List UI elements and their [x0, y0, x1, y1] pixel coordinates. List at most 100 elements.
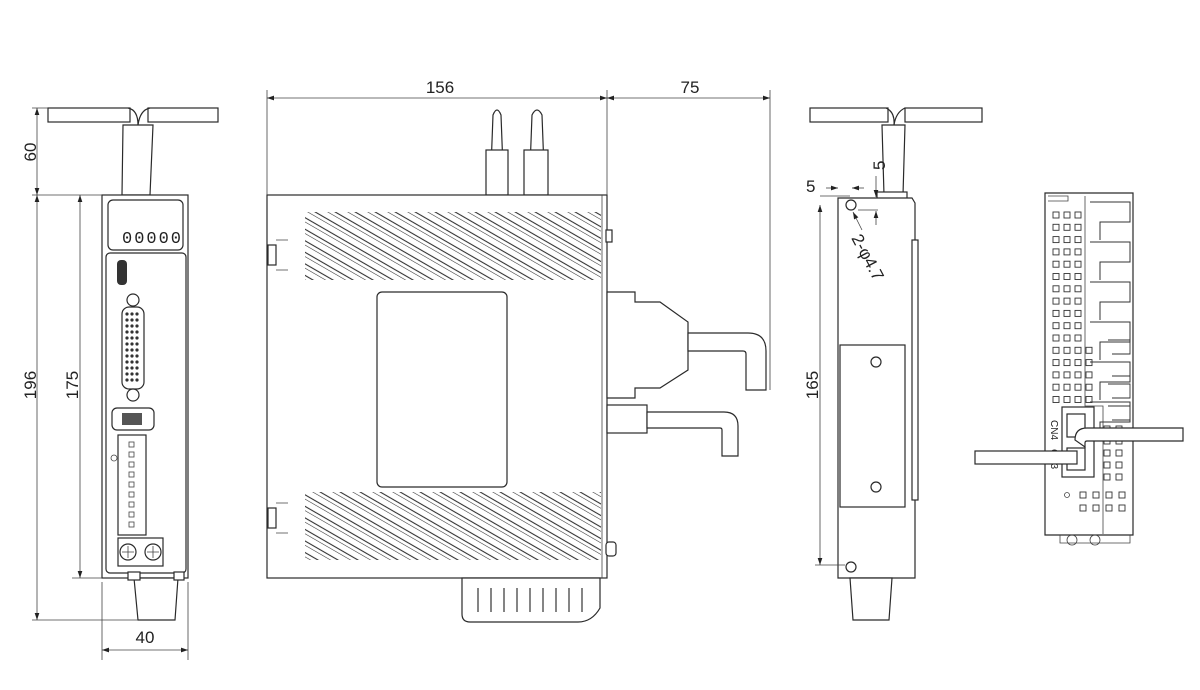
vent-slot [1074, 371, 1082, 379]
vent-slot [1052, 309, 1060, 317]
cn4-label: CN4 [1048, 420, 1059, 440]
rear-body [1044, 192, 1134, 536]
vent-slot [1074, 223, 1082, 231]
vent-slot [1074, 346, 1082, 354]
vent-slot [1063, 383, 1071, 391]
dim-body-height: 175 [63, 371, 82, 399]
vent-slot [1063, 334, 1071, 342]
vent-slot [1063, 396, 1071, 403]
dim-hole-offset-x: 5 [806, 177, 815, 196]
vent-slot [1118, 491, 1126, 499]
vent-slot [1115, 449, 1123, 457]
top-cables [485, 109, 549, 196]
heatsink-fin [1108, 361, 1131, 377]
vent-slot [1063, 371, 1071, 379]
vent-slot [1052, 260, 1060, 268]
mounting-view: 5 5 2-φ4.7 165 [803, 107, 983, 621]
encoder-cable [47, 107, 219, 196]
connector-pin [125, 354, 129, 358]
vent-slot [1052, 383, 1060, 391]
vent-top [305, 212, 601, 280]
vent-slot [1074, 322, 1082, 330]
heatsink-fin [1108, 383, 1131, 399]
connector-pin [125, 372, 129, 376]
vent-slot [1063, 211, 1071, 219]
heatsink-fin [1108, 339, 1131, 355]
dim-cable-height: 60 [21, 143, 40, 162]
terminal-pin [128, 451, 135, 458]
connector-pin [130, 324, 134, 328]
vent-slot [1103, 449, 1111, 457]
side-view: 156 75 [266, 78, 771, 623]
connector-pin [130, 336, 134, 340]
cn3-cable [974, 450, 1078, 465]
vent-slot [1092, 491, 1100, 499]
vent-slot [1074, 396, 1082, 403]
vent-slot [1052, 396, 1060, 403]
connector-pin [135, 318, 139, 322]
vent-slot [1074, 211, 1082, 219]
connector-pin [125, 312, 129, 316]
connector-pin [135, 342, 139, 346]
vent-slot [1052, 273, 1060, 280]
connector-pin [130, 342, 134, 346]
vent-slot [1074, 285, 1082, 293]
io-cable [606, 291, 767, 399]
vent-slot [1115, 473, 1123, 481]
heatsink-fin [1090, 201, 1131, 240]
vent-slot [1052, 346, 1060, 354]
vent-slot [1063, 297, 1071, 305]
vent-slot [1052, 248, 1060, 256]
dim-cable-clearance: 75 [681, 78, 700, 97]
vent-slot [1074, 273, 1082, 280]
vent-slot [1074, 236, 1082, 244]
usb-port-icon [117, 260, 127, 285]
connector-pin [125, 348, 129, 352]
vent-slot [1105, 491, 1113, 499]
dim-depth: 156 [426, 78, 454, 97]
vent-slot [1103, 461, 1111, 469]
vent-slot [1063, 248, 1071, 256]
connector-pin [130, 330, 134, 334]
terminal-pin [128, 501, 135, 508]
heatsink-fin [1090, 241, 1131, 280]
connector-pin [130, 318, 134, 322]
vent-slot [1063, 236, 1071, 244]
vent-slot [1063, 273, 1071, 280]
vent-slot [1052, 223, 1060, 231]
front-view: 00000 60 196 175 40 [21, 107, 219, 660]
vent-slot [1079, 504, 1087, 512]
connector-pin [130, 354, 134, 358]
vent-slot [1118, 504, 1126, 512]
connector-pin [125, 366, 129, 370]
dim-hole-pitch: 165 [803, 371, 822, 399]
connector-pin [125, 336, 129, 340]
vent-slot [1079, 491, 1087, 499]
vent-slot [1092, 504, 1100, 512]
connector-pin [135, 330, 139, 334]
vent-slot [1063, 322, 1071, 330]
vent-slot [1074, 334, 1082, 342]
io-connector-icon [121, 293, 145, 402]
power-terminal-icon [117, 434, 147, 536]
connector-pin [130, 348, 134, 352]
vent-slot [1103, 473, 1111, 481]
dim-total-height: 196 [21, 371, 40, 399]
encoder-cable-side [606, 404, 739, 457]
heatsink-fin [1108, 405, 1131, 421]
vent-slot [1052, 285, 1060, 293]
terminal-pin [128, 511, 135, 518]
connector-pin [125, 378, 129, 382]
vent-slot [1074, 383, 1082, 391]
vent-slot [1115, 461, 1123, 469]
rear-view: CN4 CN3 [974, 192, 1184, 546]
vent-slot [1074, 260, 1082, 268]
vent-slot [1085, 371, 1093, 379]
mount-hole-top [845, 199, 857, 211]
connector-pin [135, 360, 139, 364]
heatsink-fin [1090, 281, 1131, 320]
vent-slot [1085, 383, 1093, 391]
vent-slot [1052, 359, 1060, 367]
vent-slot [1063, 223, 1071, 231]
